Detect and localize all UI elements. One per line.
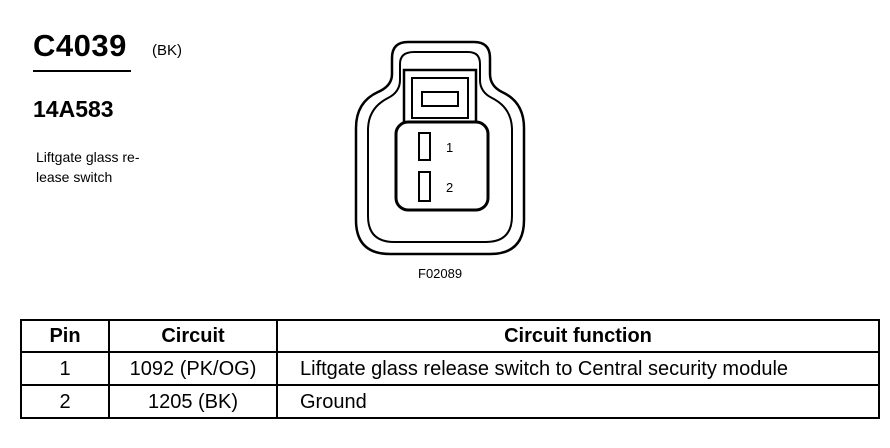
cell-pin: 1	[20, 351, 110, 386]
connector-inner-shell	[367, 51, 513, 243]
connector-face-diagram: 1 2	[354, 40, 526, 256]
locking-tab-detail	[411, 77, 469, 119]
cell-circuit: 1205 (BK)	[108, 384, 278, 419]
figure-code: F02089	[418, 266, 463, 281]
description-line-2: lease switch	[36, 169, 113, 185]
connector-description: Liftgate glass re- lease switch	[36, 147, 176, 187]
description-line-1: Liftgate glass re-	[36, 149, 140, 165]
title-underline	[33, 70, 131, 72]
table-row: 1 1092 (PK/OG) Liftgate glass release sw…	[20, 351, 880, 386]
connector-id: C4039	[33, 28, 127, 63]
part-number: 14A583	[33, 96, 114, 122]
pin-cavity-1	[418, 132, 431, 161]
cell-circuit-function: Ground	[276, 384, 880, 419]
pin-label-1: 1	[446, 140, 453, 155]
pin-cavity-2	[418, 171, 431, 202]
cell-circuit: 1092 (PK/OG)	[108, 351, 278, 386]
header-circuit: Circuit	[108, 319, 278, 353]
table-header-row: Pin Circuit Circuit function	[20, 319, 880, 353]
terminal-body	[394, 120, 490, 212]
connector-outer-shell	[354, 40, 526, 256]
connector-color-code: (BK)	[152, 42, 182, 59]
header-pin: Pin	[20, 319, 110, 353]
cell-pin: 2	[20, 384, 110, 419]
header-circuit-function: Circuit function	[276, 319, 880, 353]
pin-label-2: 2	[446, 180, 453, 195]
table-row: 2 1205 (BK) Ground	[20, 384, 880, 419]
cell-circuit-function: Liftgate glass release switch to Central…	[276, 351, 880, 386]
pin-table: Pin Circuit Circuit function 1 1092 (PK/…	[20, 319, 880, 419]
